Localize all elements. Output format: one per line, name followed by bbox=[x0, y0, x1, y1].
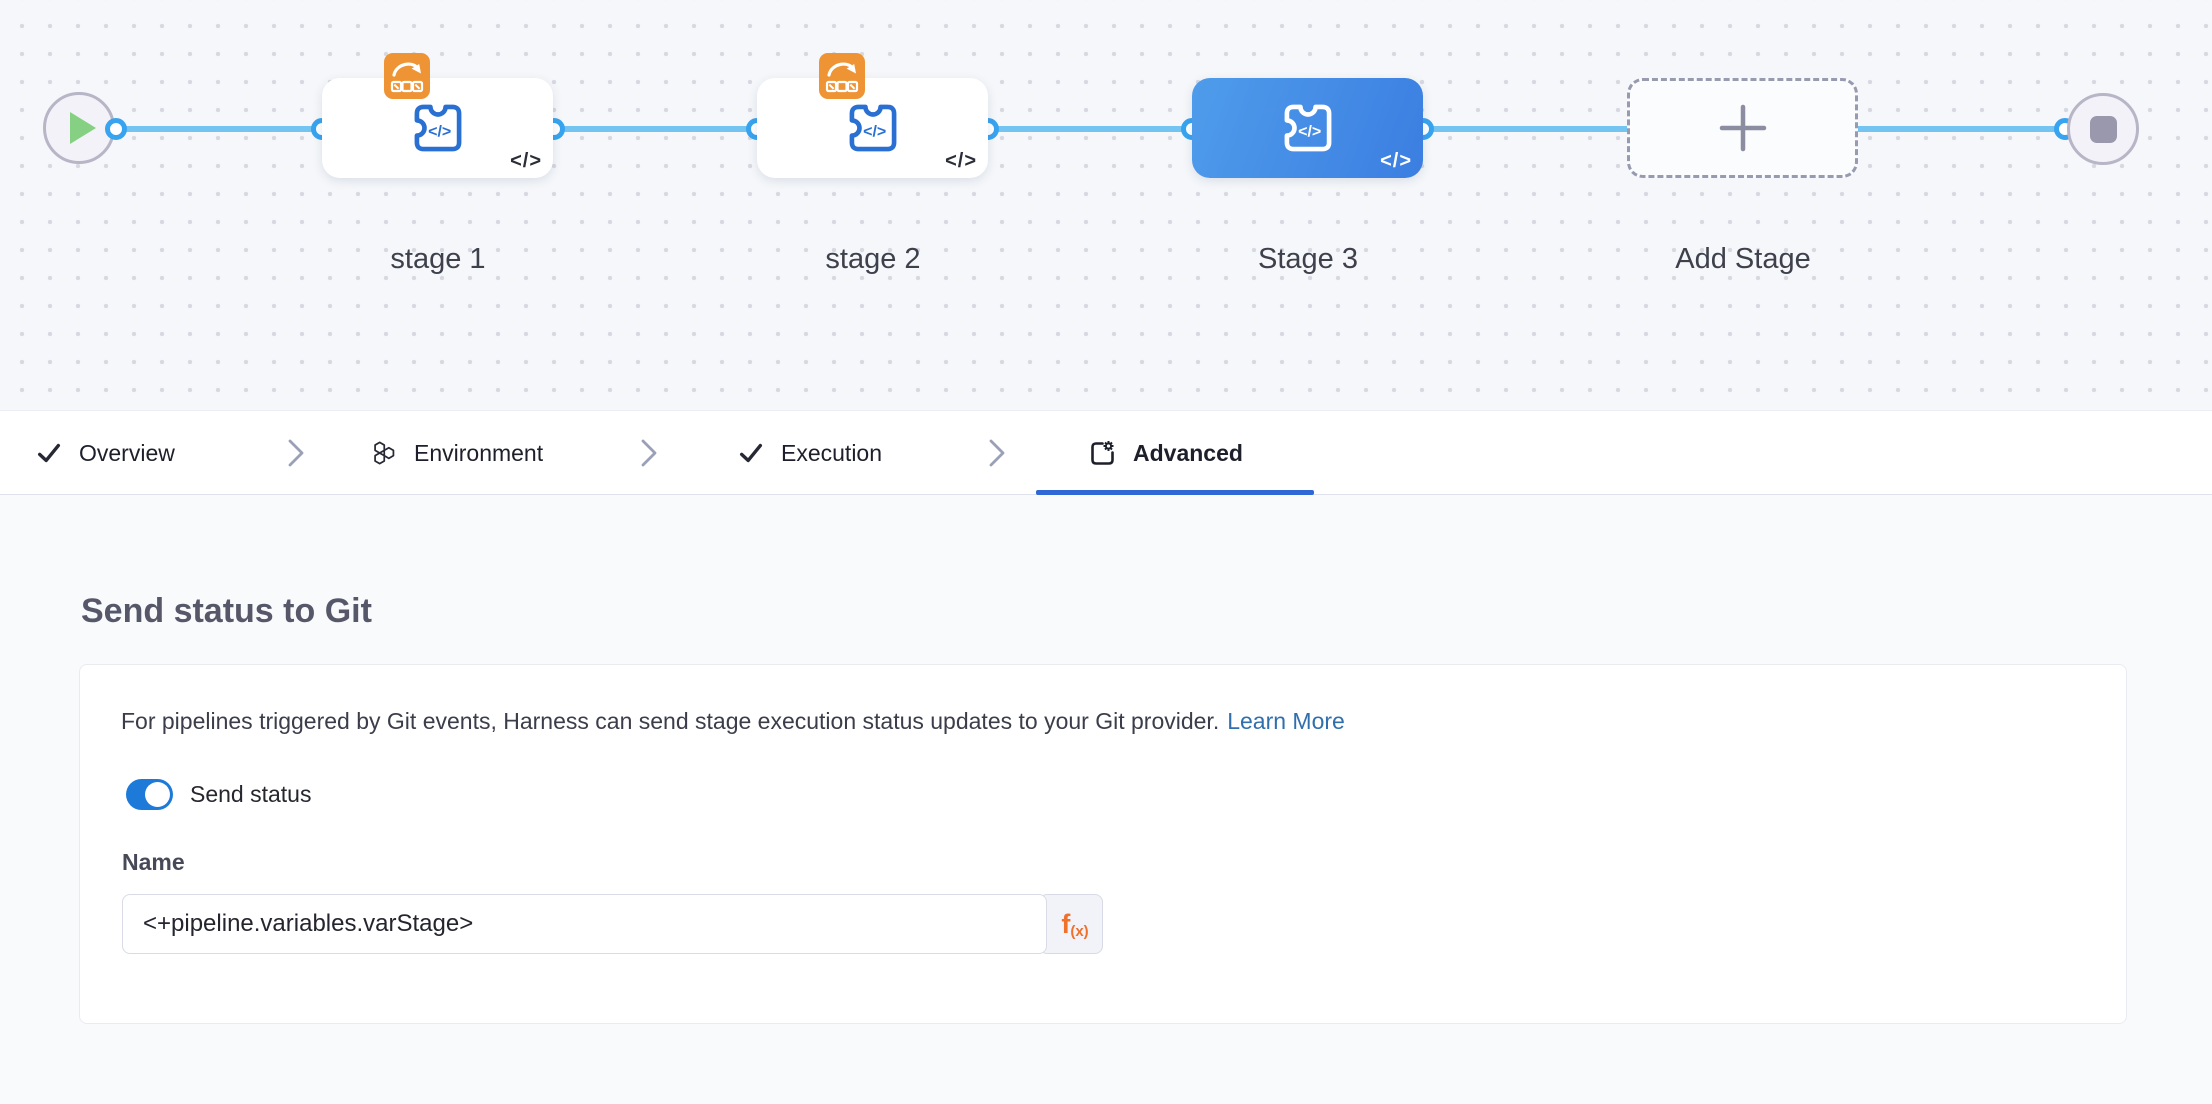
pipeline-edge-line bbox=[113, 126, 2066, 132]
custom-stage-icon: </> bbox=[1284, 104, 1331, 152]
stage-code-glyph: </> bbox=[1380, 150, 1412, 172]
custom-stage-icon: </> bbox=[414, 104, 461, 152]
stage-code-glyph: </> bbox=[945, 150, 977, 172]
chevron-right-icon bbox=[636, 411, 662, 495]
description-body: For pipelines triggered by Git events, H… bbox=[121, 708, 1220, 734]
description-text: For pipelines triggered by Git events, H… bbox=[121, 708, 1345, 735]
stage-node-stage-3[interactable]: </> </> bbox=[1192, 78, 1423, 178]
toggle-label: Send status bbox=[190, 781, 312, 807]
tab-label: Environment bbox=[414, 439, 544, 466]
stage-code-glyph: </> bbox=[510, 150, 542, 172]
stage-label: stage 2 bbox=[825, 243, 921, 275]
check-icon bbox=[37, 443, 61, 463]
svg-text:</>: </> bbox=[863, 122, 886, 140]
name-label: Name bbox=[122, 849, 185, 875]
stage-label: stage 1 bbox=[390, 243, 486, 275]
tab-label: Advanced bbox=[1133, 439, 1243, 466]
pipeline-end-node bbox=[2067, 93, 2139, 165]
add-stage-label: Add Stage bbox=[1675, 243, 1811, 275]
add-stage-button[interactable] bbox=[1627, 78, 1858, 178]
fx-icon: f bbox=[1061, 908, 1071, 939]
tab-label: Execution bbox=[781, 439, 883, 466]
advanced-tab-panel: Send status to Git For pipelines trigger… bbox=[0, 496, 2212, 1104]
chevron-right-icon bbox=[984, 411, 1010, 495]
play-icon bbox=[70, 112, 96, 144]
tab-overview[interactable]: Overview bbox=[35, 411, 175, 495]
stage-node-stage-1[interactable]: </> </> bbox=[322, 78, 553, 178]
svg-text:</>: </> bbox=[1298, 122, 1321, 140]
environment-icon bbox=[374, 441, 395, 464]
pipeline-start-node bbox=[43, 92, 115, 164]
active-tab-underline bbox=[1036, 490, 1314, 495]
send-status-card: For pipelines triggered by Git events, H… bbox=[79, 664, 2127, 1024]
stop-icon bbox=[2089, 115, 2117, 143]
chevron-right-icon bbox=[283, 411, 309, 495]
node-port bbox=[105, 118, 127, 140]
svg-text:</>: </> bbox=[428, 122, 451, 140]
send-status-row: Send status bbox=[126, 779, 311, 810]
name-input[interactable] bbox=[122, 894, 1047, 954]
pipeline-canvas[interactable]: </> </> </> </> </> </> bbox=[0, 0, 2212, 410]
tab-label: Overview bbox=[79, 439, 175, 466]
toggle-knob bbox=[145, 782, 170, 807]
check-icon bbox=[739, 443, 763, 463]
send-status-toggle[interactable] bbox=[126, 779, 173, 810]
custom-stage-icon: </> bbox=[849, 104, 896, 152]
looping-strategy-badge-icon[interactable] bbox=[819, 53, 865, 99]
looping-strategy-badge-icon[interactable] bbox=[384, 53, 430, 99]
learn-more-link[interactable]: Learn More bbox=[1227, 708, 1345, 734]
advanced-settings-icon bbox=[1088, 439, 1117, 468]
expression-button[interactable]: f(x) bbox=[1039, 894, 1103, 954]
stage-label: Stage 3 bbox=[1258, 243, 1358, 275]
tab-execution[interactable]: Execution bbox=[737, 411, 882, 495]
name-input-group: f(x) bbox=[122, 894, 1103, 954]
tab-environment[interactable]: Environment bbox=[371, 411, 543, 495]
tab-advanced[interactable]: Advanced bbox=[1088, 411, 1243, 495]
plus-icon bbox=[1719, 104, 1766, 152]
stage-config-tabbar: Overview Environment Execution bbox=[0, 410, 2212, 495]
section-heading: Send status to Git bbox=[81, 592, 372, 630]
stage-node-stage-2[interactable]: </> </> bbox=[757, 78, 988, 178]
